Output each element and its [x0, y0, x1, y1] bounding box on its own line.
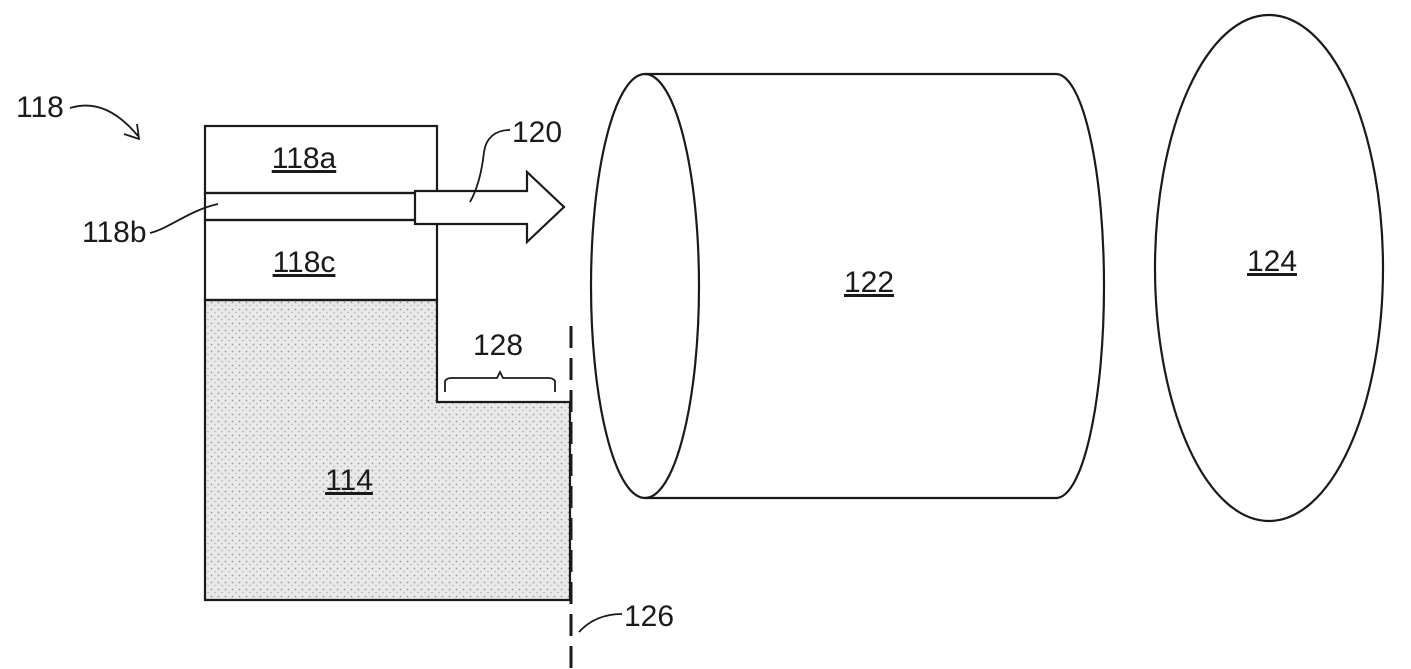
leader-120	[469, 129, 511, 203]
emission-arrow-120	[413, 169, 566, 245]
label-118: 118	[16, 91, 64, 124]
label-128: 128	[473, 329, 523, 362]
ellipse-124	[1153, 13, 1385, 523]
label-118c: 118c	[273, 246, 336, 279]
leader-118-arrowhead	[123, 123, 141, 141]
leader-118	[69, 104, 139, 137]
label-126: 126	[624, 600, 674, 633]
leader-118b	[149, 203, 219, 234]
bracket-128	[444, 369, 556, 392]
cylinder-122	[589, 72, 1106, 500]
layer-118b	[203, 191, 439, 222]
label-118b: 118b	[82, 216, 147, 249]
label-122: 122	[844, 266, 894, 299]
label-114: 114	[325, 464, 373, 497]
leader-126	[578, 613, 623, 633]
label-124: 124	[1247, 245, 1297, 278]
cylinder-122-front-face	[589, 72, 701, 500]
label-120: 120	[512, 116, 562, 149]
label-118a: 118a	[272, 142, 337, 175]
layer-118c	[203, 218, 439, 302]
